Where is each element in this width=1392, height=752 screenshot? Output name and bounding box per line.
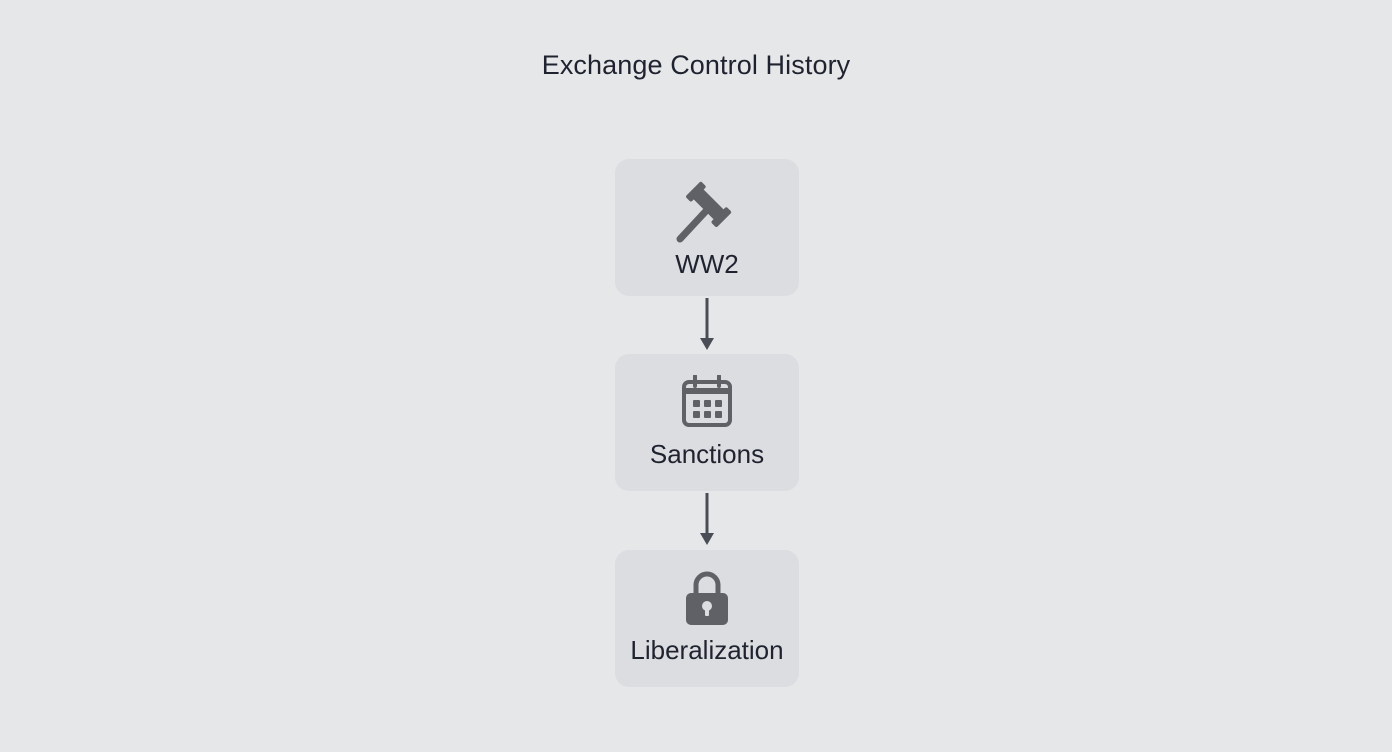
node-liberalization: Liberalization <box>615 550 799 687</box>
node-ww2: WW2 <box>615 159 799 296</box>
node-label: Sanctions <box>649 439 765 469</box>
node-label: WW2 <box>675 249 739 279</box>
arrow-down <box>700 493 714 545</box>
node-sanctions: Sanctions <box>615 354 799 491</box>
arrow-down <box>700 298 714 350</box>
diagram-title: Exchange Control History <box>541 50 851 80</box>
gavel-icon <box>615 181 799 245</box>
lock-icon <box>615 571 799 627</box>
node-label: Liberalization <box>630 635 784 665</box>
calendar-icon <box>615 375 799 429</box>
